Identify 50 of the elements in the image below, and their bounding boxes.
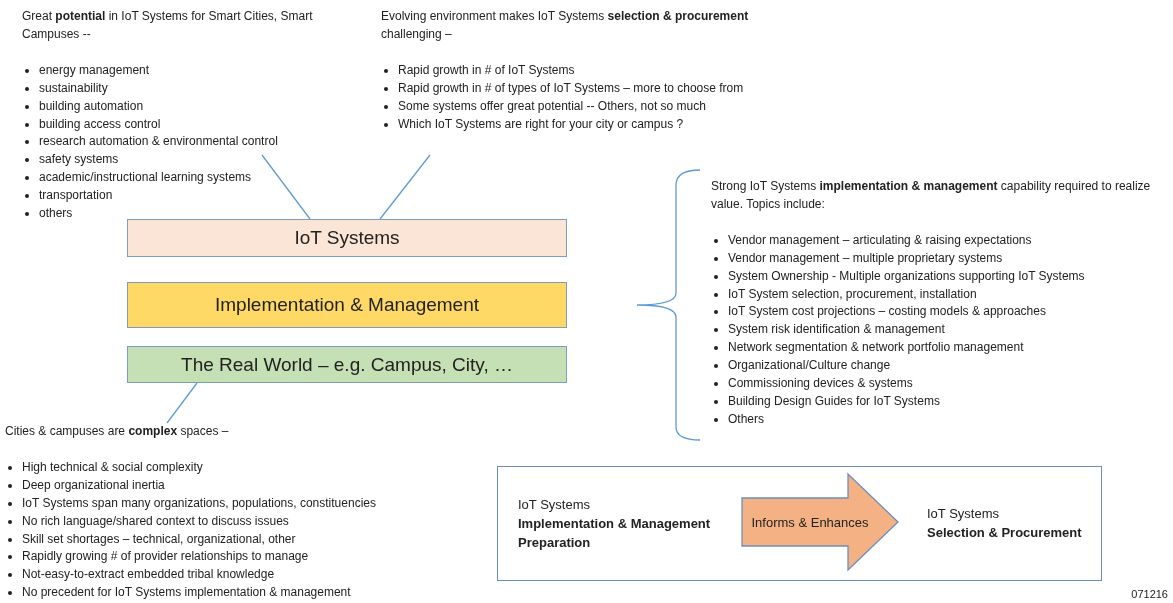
bullet-item: Which IoT Systems are right for your city or campus ? <box>381 115 684 134</box>
bullet-item: IoT System cost projections – costing models & approaches <box>711 303 1046 322</box>
heading-text: Great potential in IoT Systems for Smart Cities, Smart Campuses -- <box>22 8 314 43</box>
bullet-item: safety systems <box>22 151 119 170</box>
bullet-item: Deep organizational inertia <box>5 476 165 495</box>
bullet-item: others <box>22 205 73 223</box>
panel-frame <box>497 466 1102 581</box>
date-note: 071216 <box>1131 588 1168 600</box>
bullet-item: No precedent for IoT Systems implementation & management <box>5 584 351 603</box>
layer-bar: The Real World – e.g. Campus, City, … <box>127 346 567 383</box>
bullet-item: Organizational/Culture change <box>711 357 891 376</box>
item-title: Implementation & Management Preparation <box>518 514 712 552</box>
leader-line <box>166 382 198 424</box>
leader-line <box>379 154 431 220</box>
bullet-item: System risk identification & management <box>711 321 945 340</box>
bullet-item: No rich language/shared context to discuss issues <box>5 512 289 531</box>
bullet-item: academic/instructional learning systems <box>22 169 252 188</box>
item-heading: IoT Systems <box>927 505 999 523</box>
bullet-item: Rapid growth in # of types of IoT Systems – more to choose from <box>381 79 744 98</box>
bullet-item: research automation & environmental control <box>22 133 278 152</box>
block-arrow <box>741 472 899 572</box>
bullet-item: Rapid growth in # of IoT Systems <box>381 61 575 80</box>
bullet-item: Commissioning devices & systems <box>711 375 913 393</box>
bullet-item: Not-easy-to-extract embedded tribal knowledge <box>5 566 275 585</box>
heading-text: Cities & campuses are complex spaces – <box>5 423 230 440</box>
bullet-item: transportation <box>22 187 113 206</box>
item-heading: IoT Systems <box>518 495 590 514</box>
bullet-item: Skill set shortages – technical, organizational, other <box>5 530 296 549</box>
bullet-item: Some systems offer great potential -- Others, not so much <box>381 97 706 116</box>
layer-bar: Implementation & Management <box>127 282 567 328</box>
bullet-item: building access control <box>22 115 161 134</box>
bullet-item: Vendor management – multiple proprietary systems <box>711 249 1003 268</box>
heading-text: Evolving environment makes IoT Systems selection & procurement challenging – <box>381 8 750 43</box>
layer-bar: IoT Systems <box>127 219 567 257</box>
bullet-item: Rapidly growing # of provider relationships to manage <box>5 548 309 567</box>
bullet-item: Others <box>711 410 764 429</box>
bullet-item: energy management <box>22 61 150 80</box>
bullet-item: building automation <box>22 97 144 116</box>
bullet-item: IoT System selection, procurement, installation <box>711 285 977 304</box>
leader-line <box>261 154 311 220</box>
bullet-item: sustainability <box>22 79 108 98</box>
bullet-item: Building Design Guides for IoT Systems <box>711 392 940 411</box>
bullet-item: System Ownership - Multiple organizations supporting IoT Systems <box>711 267 1085 286</box>
bullet-item: Vendor management – articulating & raising expectations <box>711 231 1032 250</box>
edge-label: Informs & Enhances <box>750 513 870 532</box>
heading-text: Strong IoT Systems implementation & management capability required to realize value. Topics include: <box>711 178 1151 213</box>
item-title: Selection & Procurement <box>927 524 1082 542</box>
bullet-item: High technical & social complexity <box>5 458 203 477</box>
bullet-item: Network segmentation & network portfolio management <box>711 339 1024 358</box>
bullet-item: IoT Systems span many organizations, populations, constituencies <box>5 494 376 513</box>
